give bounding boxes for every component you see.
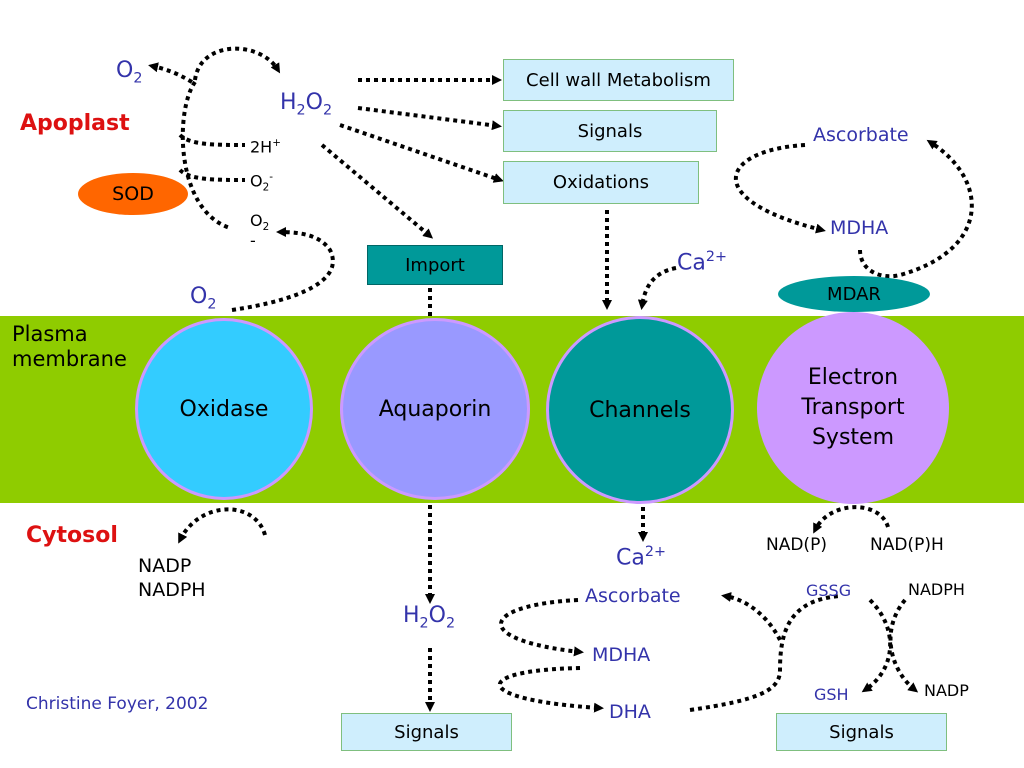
- arrow-ascorbate-to-mdha: [734, 143, 826, 234]
- o2-top-label: O2: [116, 58, 143, 87]
- cytosol-label: Cytosol: [26, 523, 118, 548]
- nadph-right-label: NADPH: [908, 580, 965, 599]
- arrow-ca-in: [637, 266, 677, 310]
- ascorbate-apoplast-label: Ascorbate: [813, 124, 909, 146]
- arrow-nadp-paren: [813, 505, 890, 534]
- calcium-apoplast-label: Ca2+: [677, 249, 727, 276]
- ascorbate-cytosol-label: Ascorbate: [585, 585, 681, 607]
- arrow-to-oxidations: [339, 123, 504, 183]
- arrow-sod-curve: [180, 80, 231, 230]
- arrow-to-o2-top: [148, 62, 194, 84]
- arrow-2h: [178, 133, 246, 147]
- gssg-label: GSSG: [806, 581, 852, 600]
- arrow-mdha-to-dha: [497, 666, 604, 713]
- arrow-asc-to-mdha: [499, 598, 584, 657]
- calcium-cytosol-label: Ca2+: [616, 544, 666, 571]
- arrow-o2minus: [178, 168, 246, 182]
- author-credit: Christine Foyer, 2002: [26, 694, 209, 714]
- superoxide-label-b: O2-: [250, 211, 270, 250]
- mdar-enzyme: MDAR: [778, 276, 930, 312]
- mdha-apoplast-label: MDHA: [830, 217, 889, 239]
- arrow-nadph-nadp: [888, 598, 919, 693]
- arrow-gssg-to-ascorbate: [721, 592, 782, 641]
- channels-protein: Channels: [546, 316, 734, 504]
- arrow-gssg-gsh: [861, 598, 893, 693]
- h2o2-apoplast-label: H2O2: [280, 90, 333, 119]
- dha-cytosol-label: DHA: [609, 701, 651, 723]
- arrow-to-signals: [357, 106, 502, 131]
- cell-wall-box: Cell wall Metabolism: [503, 59, 734, 101]
- import-box: Import: [367, 245, 503, 285]
- h2o2-cytosol-label: H2O2: [403, 603, 456, 632]
- signals-cytosol-right-box: Signals: [776, 713, 947, 751]
- oxidations-box: Oxidations: [503, 161, 699, 204]
- arrow-mdha-to-ascorbate: [858, 139, 974, 279]
- aquaporin-protein: Aquaporin: [340, 318, 530, 500]
- mdha-cytosol-label: MDHA: [592, 644, 651, 666]
- sod-enzyme: SOD: [78, 173, 188, 215]
- oxidase-protein: Oxidase: [135, 318, 313, 500]
- superoxide-label-a: O2-: [250, 171, 273, 194]
- arrow-o2-to-h2o2: [193, 46, 281, 81]
- gsh-label: GSH: [814, 685, 849, 704]
- arrow-dha-to-gsh: [689, 594, 841, 712]
- apoplast-label: Apoplast: [20, 111, 130, 136]
- nadph-paren-label: NAD(P)H: [870, 535, 944, 555]
- signals-cytosol-left-box: Signals: [341, 713, 512, 751]
- arrow-oxidase-o2: [231, 227, 335, 312]
- arrow-to-import: [320, 143, 434, 239]
- nadp-right-label: NADP: [924, 681, 969, 700]
- nadp-paren-label: NAD(P): [766, 535, 827, 555]
- two-h-plus-label: 2H+: [250, 137, 281, 157]
- signals-apoplast-box: Signals: [503, 110, 717, 152]
- arrow-nadp-arc: [178, 507, 267, 544]
- o2-oxidase-label: O2: [190, 284, 217, 313]
